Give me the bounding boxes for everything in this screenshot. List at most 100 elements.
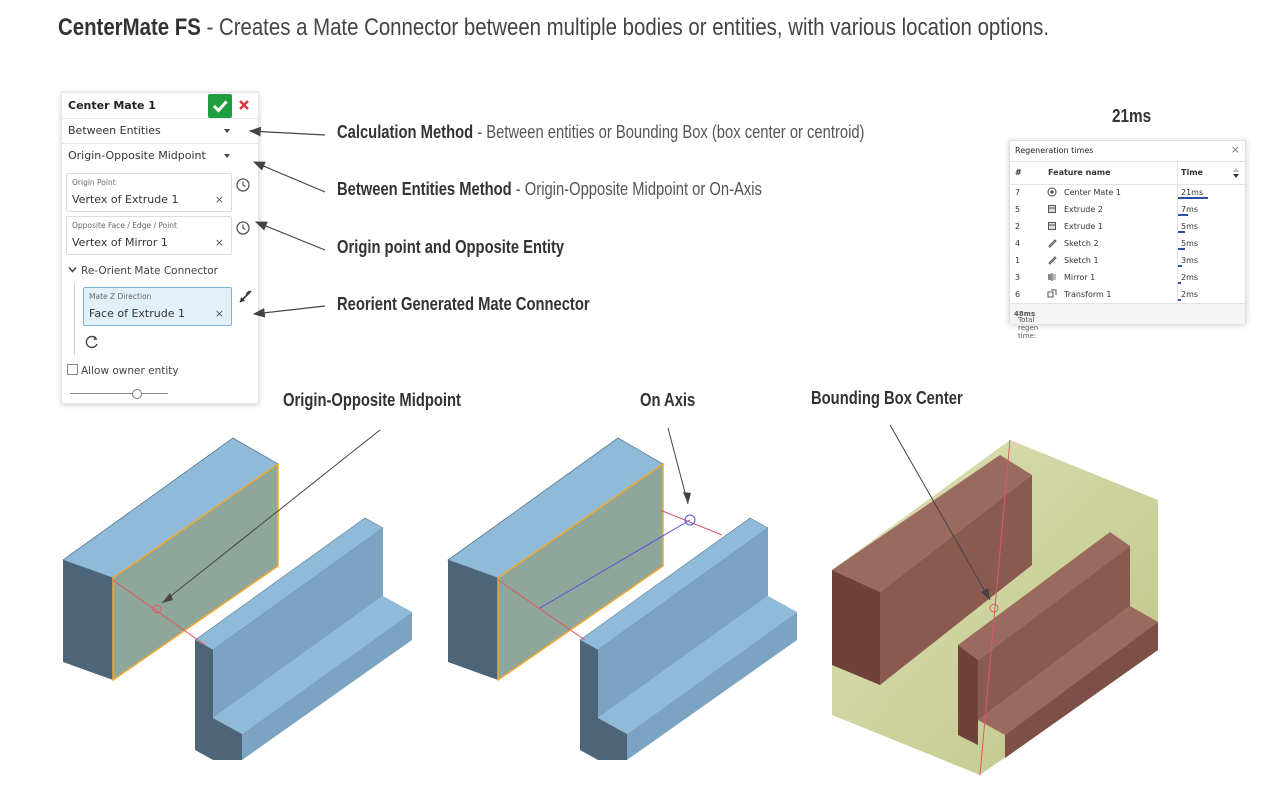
annotation-reorient: Reorient Generated Mate Connector <box>337 294 590 315</box>
regen-total-heading: 21ms <box>1112 106 1152 126</box>
row-number: 3 <box>1015 273 1021 282</box>
regen-panel-title: Regeneration times <box>1015 146 1094 155</box>
time-bar <box>1178 231 1185 233</box>
time-bar <box>1178 299 1181 301</box>
sort-icon[interactable] <box>1232 167 1240 179</box>
checkbox-box[interactable] <box>67 364 78 375</box>
illustration-bounding-box <box>832 424 1158 776</box>
arrow-to-center <box>889 424 991 601</box>
annotation-between-bold: Between Entities Method <box>337 179 512 199</box>
row-time: 2ms <box>1181 290 1199 299</box>
mate-z-direction-field[interactable]: Mate Z Direction Face of Extrude 1 × <box>83 287 232 326</box>
col-number[interactable]: # <box>1015 168 1022 177</box>
caption-midpoint: Origin-Opposite Midpoint <box>283 390 461 410</box>
sketch-icon <box>1048 239 1057 248</box>
heading-title: CenterMate FS <box>58 14 201 41</box>
row-time: 5ms <box>1181 239 1199 248</box>
close-icon[interactable]: × <box>1230 143 1240 156</box>
rotate-icon[interactable] <box>84 334 100 350</box>
opposite-entity-field[interactable]: Opposite Face / Edge / Point Vertex of M… <box>66 216 232 255</box>
reorient-section-toggle[interactable]: Re-Orient Mate Connector <box>68 265 218 277</box>
col-time[interactable]: Time <box>1181 168 1203 177</box>
extrude-icon <box>1048 222 1056 230</box>
annotation-between: Between Entities Method - Origin-Opposit… <box>337 179 762 200</box>
mate-z-label: Mate Z Direction <box>89 292 152 301</box>
arrow-origin <box>254 221 326 251</box>
history-icon[interactable] <box>235 220 251 236</box>
illustration-midpoint <box>62 429 412 760</box>
row-time: 2ms <box>1181 273 1199 282</box>
flip-direction-icon[interactable] <box>237 289 253 305</box>
slider-handle[interactable] <box>132 389 142 399</box>
arrow-calculation <box>248 126 326 137</box>
clear-icon[interactable]: × <box>214 307 224 320</box>
confirm-button[interactable] <box>208 94 232 118</box>
transform-icon <box>1047 289 1057 298</box>
arrow-between <box>252 161 326 193</box>
slider-track[interactable] <box>70 393 168 394</box>
column-divider <box>1177 161 1178 303</box>
regen-row[interactable]: 6 Transform 1 2ms <box>1010 286 1245 303</box>
regeneration-times-panel: Regeneration times × # Feature name Time… <box>1009 140 1246 340</box>
center-mate-dialog: Center Mate 1 Between Entities Origin-Op… <box>61 92 259 404</box>
between-method-select[interactable]: Origin-Opposite Midpoint <box>62 143 258 168</box>
annotation-calculation-text: - Between entities or Bounding Box (box … <box>473 122 865 142</box>
calculation-method-select[interactable]: Between Entities <box>62 118 258 143</box>
arrow-to-axis <box>667 427 689 505</box>
row-number: 7 <box>1015 188 1021 197</box>
sketch-icon <box>1048 256 1057 265</box>
regen-row[interactable]: 1 Sketch 1 3ms <box>1010 252 1245 269</box>
row-time: 5ms <box>1181 222 1199 231</box>
annotation-reorient-bold: Reorient Generated Mate Connector <box>337 294 590 314</box>
checkmark-icon <box>212 100 228 113</box>
row-number: 5 <box>1015 205 1021 214</box>
mirror-icon <box>1048 273 1056 281</box>
caption-bounding-box: Bounding Box Center <box>811 388 963 408</box>
history-icon[interactable] <box>235 177 251 193</box>
origin-point-value: Vertex of Extrude 1 <box>72 193 179 206</box>
extrude-icon <box>1048 205 1056 213</box>
row-time: 3ms <box>1181 256 1199 265</box>
arrow-reorient <box>252 305 326 318</box>
origin-point-field[interactable]: Origin Point Vertex of Extrude 1 × <box>66 173 232 212</box>
time-bar <box>1178 214 1188 216</box>
row-number: 4 <box>1015 239 1021 248</box>
regen-footer-label: Total regen time: <box>1018 316 1039 340</box>
row-feature-name: Sketch 1 <box>1064 256 1099 265</box>
annotation-calculation: Calculation Method - Between entities or… <box>337 122 864 143</box>
time-bar <box>1178 265 1182 267</box>
row-feature-name: Sketch 2 <box>1064 239 1099 248</box>
time-bar <box>1178 197 1208 199</box>
row-feature-name: Mirror 1 <box>1064 273 1096 282</box>
cancel-button[interactable] <box>236 97 252 113</box>
annotation-origin: Origin point and Opposite Entity <box>337 237 564 258</box>
allow-owner-checkbox[interactable]: Allow owner entity <box>67 364 179 377</box>
illustration-on-axis <box>447 427 797 760</box>
time-bar <box>1178 248 1185 250</box>
clear-icon[interactable]: × <box>214 236 224 249</box>
opposite-entity-value: Vertex of Mirror 1 <box>72 236 168 249</box>
regen-row[interactable]: 4 Sketch 2 5ms <box>1010 235 1245 252</box>
origin-point-label: Origin Point <box>72 178 116 187</box>
regen-footer-text: Total regen time: 48ms <box>1014 310 1038 340</box>
regen-footer-value: 48ms <box>1014 310 1036 318</box>
row-number: 6 <box>1015 290 1021 299</box>
regen-row[interactable]: 3 Mirror 1 2ms <box>1010 269 1245 286</box>
chevron-down-icon <box>224 154 230 158</box>
row-number: 1 <box>1015 256 1021 265</box>
clear-icon[interactable]: × <box>214 193 224 206</box>
annotation-calculation-bold: Calculation Method <box>337 122 474 142</box>
section-guide-line <box>74 283 75 355</box>
row-feature-name: Transform 1 <box>1064 290 1112 299</box>
arrow-to-midpoint <box>161 429 381 604</box>
col-feature-name[interactable]: Feature name <box>1048 168 1111 177</box>
chevron-down-icon <box>224 129 230 133</box>
mate-z-value: Face of Extrude 1 <box>89 307 185 320</box>
reorient-label: Re-Orient Mate Connector <box>81 265 218 277</box>
regen-table-header: # Feature name Time <box>1010 161 1245 185</box>
